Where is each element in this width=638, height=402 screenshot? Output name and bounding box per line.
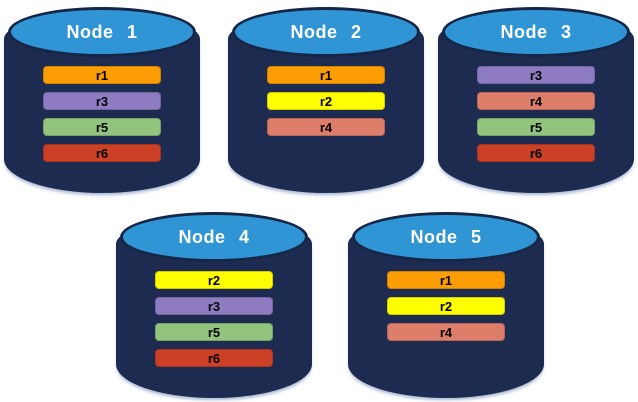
replica-bar-r3: r3 xyxy=(477,66,595,84)
replica-bar-r6: r6 xyxy=(43,144,161,162)
replica-label: r4 xyxy=(319,119,333,135)
replica-label: r2 xyxy=(207,272,221,288)
replica-label: r1 xyxy=(95,67,109,83)
database-node-1: Node 1 r1 r3 r5 r6 xyxy=(4,7,200,193)
node-title: Node 1 xyxy=(66,21,138,42)
replica-label: r3 xyxy=(529,67,543,83)
node-title: Node 3 xyxy=(500,21,572,42)
replica-label: r5 xyxy=(207,324,221,340)
replica-label: r1 xyxy=(319,67,333,83)
replica-list: r1 r2 r4 xyxy=(228,66,424,136)
replica-bar-r3: r3 xyxy=(155,297,273,315)
replica-bar-r5: r5 xyxy=(43,118,161,136)
replica-label: r4 xyxy=(529,93,543,109)
replica-label: r1 xyxy=(439,272,453,288)
database-node-5: Node 5 r1 r2 r4 xyxy=(348,212,544,398)
cylinder-top: Node 1 xyxy=(8,7,196,57)
replica-bar-r2: r2 xyxy=(155,271,273,289)
replica-bar-r5: r5 xyxy=(477,118,595,136)
replica-list: r1 r3 r5 r6 xyxy=(4,66,200,162)
replica-list: r3 r4 r5 r6 xyxy=(438,66,634,162)
replica-list: r1 r2 r4 xyxy=(348,271,544,341)
replica-bar-r2: r2 xyxy=(387,297,505,315)
replica-label: r3 xyxy=(207,298,221,314)
replica-bar-r4: r4 xyxy=(477,92,595,110)
node-title: Node 2 xyxy=(290,21,362,42)
cylinder-top: Node 2 xyxy=(232,7,420,57)
replica-label: r2 xyxy=(439,298,453,314)
replica-label: r6 xyxy=(95,145,109,161)
replica-label: r2 xyxy=(319,93,333,109)
replica-bar-r1: r1 xyxy=(267,66,385,84)
node-title: Node 5 xyxy=(410,226,482,247)
replica-label: r3 xyxy=(95,93,109,109)
replica-bar-r5: r5 xyxy=(155,323,273,341)
replica-bar-r6: r6 xyxy=(155,349,273,367)
cylinder-top: Node 5 xyxy=(352,212,540,262)
replica-label: r6 xyxy=(529,145,543,161)
replica-bar-r4: r4 xyxy=(267,118,385,136)
node-title: Node 4 xyxy=(178,226,250,247)
replica-bar-r6: r6 xyxy=(477,144,595,162)
replica-label: r6 xyxy=(207,350,221,366)
cylinder-top: Node 4 xyxy=(120,212,308,262)
replica-label: r5 xyxy=(95,119,109,135)
replica-label: r5 xyxy=(529,119,543,135)
replica-bar-r3: r3 xyxy=(43,92,161,110)
replica-bar-r2: r2 xyxy=(267,92,385,110)
replica-bar-r4: r4 xyxy=(387,323,505,341)
database-node-4: Node 4 r2 r3 r5 r6 xyxy=(116,212,312,398)
replica-bar-r1: r1 xyxy=(387,271,505,289)
replica-label: r4 xyxy=(439,324,453,340)
cylinder-top: Node 3 xyxy=(442,7,630,57)
replica-bar-r1: r1 xyxy=(43,66,161,84)
database-node-3: Node 3 r3 r4 r5 r6 xyxy=(438,7,634,193)
replica-list: r2 r3 r5 r6 xyxy=(116,271,312,367)
database-node-2: Node 2 r1 r2 r4 xyxy=(228,7,424,193)
